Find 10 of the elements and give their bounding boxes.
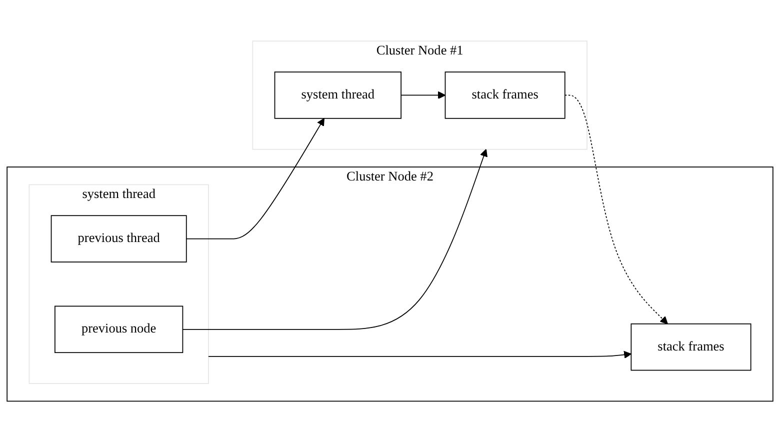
node-box: stack frames xyxy=(630,323,752,371)
node-box: previous thread xyxy=(50,215,187,262)
arrow xyxy=(186,118,324,240)
arrow xyxy=(182,148,488,330)
arrow xyxy=(208,350,632,358)
node-box: previous node xyxy=(54,306,184,353)
arrow xyxy=(564,94,668,324)
node-box: stack frames xyxy=(444,71,566,119)
node-box: system thread xyxy=(274,71,402,119)
arrow xyxy=(400,91,446,99)
